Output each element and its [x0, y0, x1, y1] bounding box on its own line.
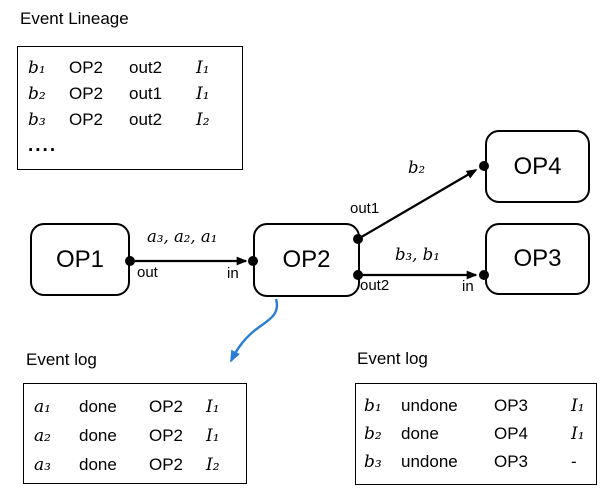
edge-label-b3-b1: b₃, b₁: [395, 245, 440, 264]
port-label-op2-out1: out1: [350, 200, 380, 217]
lineage-cell: OP2: [69, 58, 104, 77]
event-lineage-title: Event Lineage: [20, 9, 129, 28]
right-log-cell: I₁: [571, 424, 585, 444]
left-log-cell: OP2: [149, 396, 184, 416]
right-log-cell: OP3: [494, 452, 529, 471]
lineage-cell: b₂: [28, 84, 46, 104]
node-op4-label: OP4: [513, 152, 562, 180]
right-log-cell: I₁: [571, 396, 585, 416]
left-log-cell: a₃: [34, 454, 51, 475]
port-label-op2-in: in: [227, 265, 239, 282]
lineage-cell: OP2: [69, 110, 104, 129]
node-op3-label: OP3: [513, 245, 562, 272]
left-event-log-title: Event log: [26, 350, 97, 369]
right-log-cell: OP3: [494, 396, 529, 415]
left-log-cell: done: [79, 454, 117, 474]
lineage-cell: I₂: [196, 110, 210, 130]
port-label-op1-out: out: [137, 264, 158, 281]
node-op2: OP2: [253, 223, 360, 297]
lineage-cell: I₁: [196, 58, 210, 78]
lineage-cell: out1: [129, 84, 163, 103]
right-log-cell: b₂: [364, 424, 382, 444]
lineage-cell: out2: [129, 58, 163, 77]
event-lineage-table: b₁ OP2 out2 I₁ b₂ OP2 out1 I₁ b₃ OP2 out…: [17, 46, 243, 170]
right-log-cell: done: [401, 424, 439, 443]
lineage-ellipsis: ....: [28, 135, 58, 156]
right-log-cell: -: [571, 452, 577, 471]
left-event-log-table: a₁ done OP2 I₁ a₂ done OP2 I₁ a₃ done OP…: [23, 383, 247, 484]
right-log-cell: b₁: [364, 396, 382, 416]
lineage-cell: b₁: [28, 58, 46, 78]
lineage-cell: out2: [129, 110, 163, 129]
edge-label-b2: b₂: [408, 158, 426, 177]
left-log-cell: OP2: [149, 454, 184, 474]
right-event-log-table: b₁ undone OP3 I₁ b₂ done OP4 I₁ b₃ undon…: [355, 383, 597, 485]
left-log-cell: I₂: [206, 454, 220, 475]
lineage-cell: b₃: [28, 110, 46, 130]
node-op3: OP3: [485, 223, 590, 295]
left-log-cell: I₁: [206, 425, 220, 446]
lineage-cell: I₁: [196, 84, 210, 104]
right-event-log-title: Event log: [357, 349, 428, 368]
right-log-cell: OP4: [494, 424, 529, 443]
port-label-op2-out2: out2: [360, 277, 390, 294]
port-label-op3-in: in: [462, 278, 474, 295]
node-op1-label: OP1: [55, 245, 105, 273]
left-log-cell: I₁: [206, 396, 220, 417]
node-op1: OP1: [30, 223, 130, 296]
edge-label-a3-a2-a1: a₃, a₂, a₁: [147, 227, 218, 246]
node-op2-label: OP2: [282, 246, 331, 273]
right-log-cell: undone: [401, 452, 458, 471]
right-log-cell: undone: [401, 396, 458, 415]
left-log-cell: a₂: [34, 425, 51, 446]
left-log-cell: a₁: [34, 396, 51, 417]
left-log-cell: done: [79, 425, 117, 445]
left-log-cell: OP2: [149, 425, 184, 445]
lineage-cell: OP2: [69, 84, 104, 103]
left-log-cell: done: [79, 396, 117, 416]
right-log-cell: b₃: [364, 452, 382, 472]
node-op4: OP4: [485, 130, 590, 203]
pointer-arrow-op2-to-event-log: [229, 298, 279, 363]
